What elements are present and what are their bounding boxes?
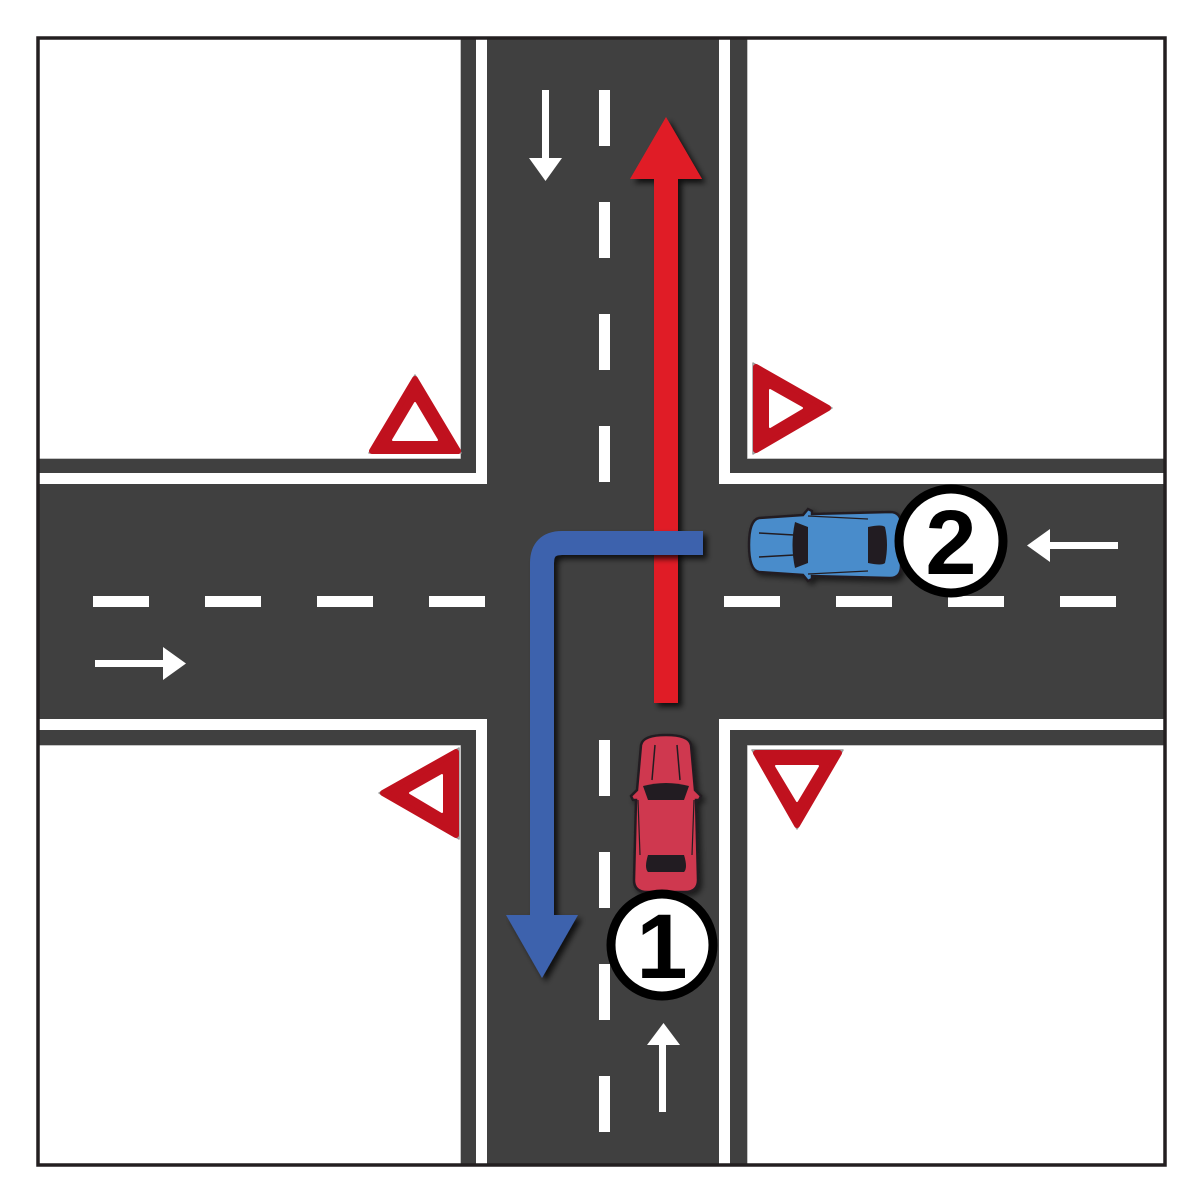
block-ne bbox=[746, 36, 1167, 460]
up-arrow-icon bbox=[647, 1023, 680, 1112]
block-sw bbox=[36, 744, 462, 1167]
car-1-path-arrow bbox=[630, 117, 702, 703]
block-nw bbox=[36, 36, 462, 460]
corner-blocks bbox=[36, 36, 1167, 1167]
car-2-blue-icon bbox=[747, 507, 903, 583]
vehicle-2-label: 2 bbox=[925, 492, 976, 594]
block-se bbox=[746, 744, 1167, 1167]
left-arrow-icon bbox=[1027, 529, 1118, 562]
yield-sign-right-icon bbox=[752, 362, 833, 455]
frame-border bbox=[36, 36, 1167, 1167]
down-arrow-icon bbox=[529, 90, 562, 181]
center-dashes-horizontal bbox=[93, 596, 1116, 607]
vehicle-2-label-badge: 2 bbox=[894, 484, 1008, 598]
vehicle-1-label: 1 bbox=[636, 896, 687, 998]
vehicle-1-label-badge: 1 bbox=[606, 889, 718, 1001]
yield-sign-down-icon bbox=[751, 749, 844, 830]
right-arrow-icon bbox=[95, 647, 186, 680]
car-1-red-icon bbox=[629, 733, 703, 894]
yield-sign-up-icon bbox=[368, 374, 462, 454]
yield-sign-left-icon bbox=[378, 747, 460, 840]
center-dashes-vertical bbox=[599, 90, 610, 1132]
car-2-path-arrow bbox=[506, 531, 703, 978]
